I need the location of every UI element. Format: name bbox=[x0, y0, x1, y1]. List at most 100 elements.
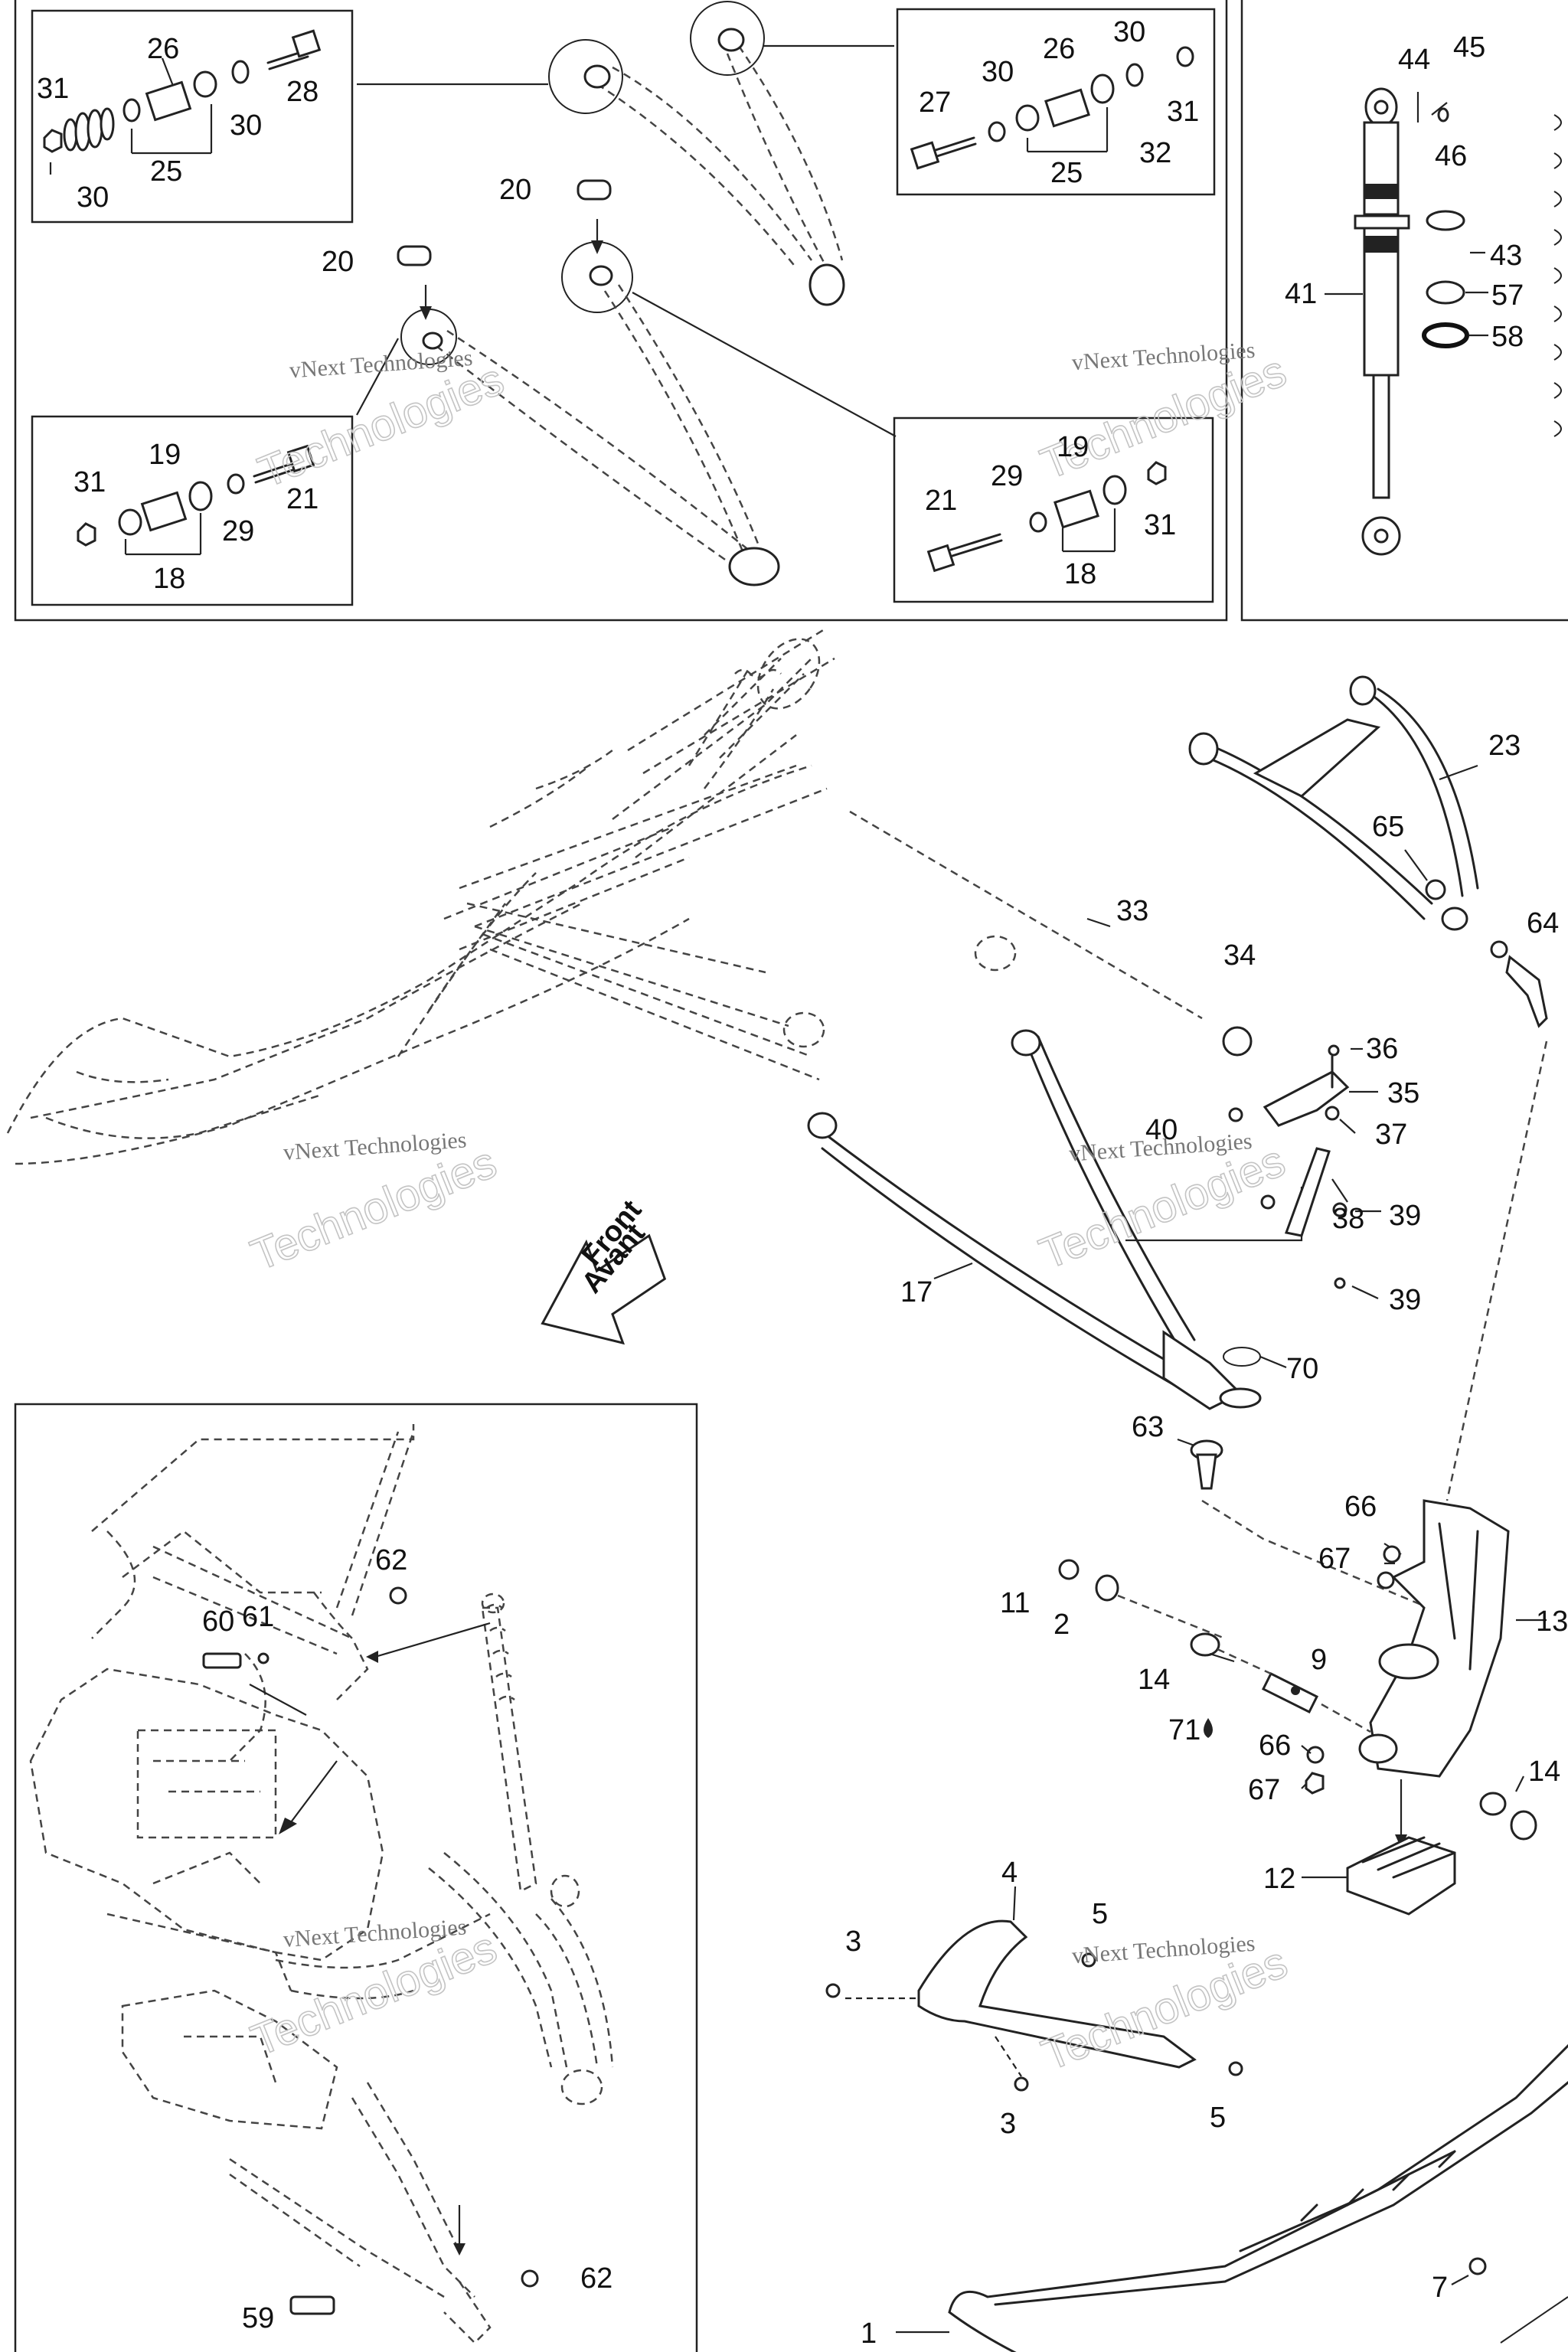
callout-c26b: 26 bbox=[1043, 33, 1075, 65]
top-left-panel bbox=[14, 0, 1228, 622]
callout-c70: 70 bbox=[1286, 1353, 1318, 1385]
callout-c23: 23 bbox=[1488, 730, 1521, 762]
callout-c39a: 39 bbox=[1389, 1200, 1421, 1232]
callout-c67b: 67 bbox=[1248, 1774, 1280, 1806]
callout-c66a: 66 bbox=[1344, 1491, 1377, 1523]
bottom-left-panel bbox=[14, 1403, 698, 2352]
callout-c28: 28 bbox=[286, 76, 318, 108]
callout-c3a: 3 bbox=[845, 1926, 861, 1958]
watermark-3: vNext Technologies Technologies bbox=[243, 1127, 504, 1281]
callout-c30a: 30 bbox=[230, 109, 262, 142]
callout-c4: 4 bbox=[1001, 1857, 1018, 1889]
callout-c25b: 25 bbox=[1050, 157, 1083, 189]
callout-c58: 58 bbox=[1491, 321, 1524, 353]
callout-c13: 13 bbox=[1536, 1606, 1568, 1638]
callout-c61: 61 bbox=[242, 1601, 274, 1633]
callout-c39b: 39 bbox=[1389, 1284, 1421, 1316]
ski-1 bbox=[896, 2043, 1568, 2352]
callout-c45: 45 bbox=[1453, 31, 1485, 64]
callout-c21a: 21 bbox=[286, 483, 318, 515]
callout-c9: 9 bbox=[1311, 1644, 1327, 1676]
callout-c37: 37 bbox=[1375, 1119, 1407, 1151]
callout-c62b: 62 bbox=[580, 2262, 612, 2295]
callout-c14a: 14 bbox=[1138, 1664, 1170, 1696]
callout-c33: 33 bbox=[1116, 895, 1148, 927]
hardware-stack-21a bbox=[77, 444, 315, 556]
callout-c57: 57 bbox=[1491, 279, 1524, 312]
callout-c19b: 19 bbox=[1057, 431, 1089, 463]
upper-a-arm-top bbox=[357, 1, 894, 306]
bottom-left-hardware bbox=[202, 1586, 539, 2315]
callout-c31a: 31 bbox=[37, 73, 69, 105]
watermark-1: vNext Technologies Technologies bbox=[251, 345, 511, 498]
callout-c29a: 29 bbox=[222, 515, 254, 547]
callout-c31c: 31 bbox=[74, 466, 106, 498]
lower-a-arm-top bbox=[356, 219, 897, 586]
callout-c41: 41 bbox=[1285, 278, 1317, 310]
hardware-stack-21b bbox=[926, 461, 1167, 573]
inset-box-top-right bbox=[896, 8, 1216, 196]
callout-c2: 2 bbox=[1054, 1609, 1070, 1641]
watermark-5: vNext Technologies Technologies bbox=[243, 1914, 504, 2066]
ski-handle-4 bbox=[825, 1886, 1243, 2092]
front-arrow-icon bbox=[541, 1233, 667, 1345]
hardware-stack-28 bbox=[43, 29, 322, 175]
callout-c32: 32 bbox=[1139, 137, 1171, 169]
bottom-left-shock bbox=[481, 1592, 580, 1908]
callout-c20a: 20 bbox=[499, 174, 531, 206]
callout-c63: 63 bbox=[1132, 1411, 1164, 1443]
steering-bracket bbox=[1222, 1026, 1381, 1299]
callout-c17: 17 bbox=[900, 1276, 933, 1308]
callout-c26a: 26 bbox=[147, 33, 179, 65]
callout-c46: 46 bbox=[1435, 140, 1467, 172]
callout-c18a: 18 bbox=[153, 563, 185, 595]
callout-c30c: 30 bbox=[982, 56, 1014, 88]
callout-c27: 27 bbox=[919, 87, 951, 119]
callout-c44: 44 bbox=[1398, 44, 1430, 76]
callout-c66b: 66 bbox=[1259, 1730, 1291, 1762]
spacers-20 bbox=[397, 179, 612, 266]
callout-c14b: 14 bbox=[1528, 1756, 1560, 1788]
callout-c1: 1 bbox=[861, 2318, 877, 2350]
top-right-panel bbox=[1240, 0, 1568, 622]
callout-c64: 64 bbox=[1527, 907, 1559, 939]
callout-c5b: 5 bbox=[1210, 2102, 1226, 2134]
callout-c18b: 18 bbox=[1064, 558, 1096, 590]
callout-c25a: 25 bbox=[150, 155, 182, 188]
callout-c12: 12 bbox=[1263, 1863, 1295, 1895]
callout-c11: 11 bbox=[1000, 1587, 1030, 1619]
callout-c31b: 31 bbox=[1167, 96, 1199, 128]
upper-a-arm-23 bbox=[1188, 675, 1548, 1028]
spindle-13 bbox=[1177, 1040, 1548, 1848]
callout-c5a: 5 bbox=[1092, 1898, 1108, 1930]
lower-a-arm-17 bbox=[807, 1029, 1303, 1410]
callout-c38: 38 bbox=[1332, 1203, 1364, 1235]
inset-box-mid-left bbox=[31, 415, 354, 606]
callout-c43: 43 bbox=[1490, 240, 1522, 272]
chassis-shock bbox=[704, 658, 805, 759]
callout-c59: 59 bbox=[242, 2302, 274, 2334]
steering-rod bbox=[849, 810, 1203, 1020]
callout-c36: 36 bbox=[1366, 1033, 1398, 1065]
callout-c3b: 3 bbox=[1000, 2108, 1016, 2140]
callout-c40: 40 bbox=[1145, 1114, 1178, 1146]
callout-c20b: 20 bbox=[322, 246, 354, 278]
inset-box-mid-right bbox=[893, 416, 1214, 603]
callout-c21b: 21 bbox=[925, 485, 957, 517]
chassis-outline bbox=[6, 626, 1017, 1165]
bottom-left-frame bbox=[29, 1424, 614, 2344]
callout-c30b: 30 bbox=[77, 181, 109, 214]
pivot-hardware bbox=[1058, 1559, 1537, 1841]
callout-c60: 60 bbox=[202, 1606, 234, 1638]
hardware-stack-27 bbox=[910, 46, 1194, 170]
callout-c30d: 30 bbox=[1113, 16, 1145, 48]
callout-c31d: 31 bbox=[1144, 509, 1176, 541]
callout-c67a: 67 bbox=[1318, 1543, 1351, 1575]
callout-c65: 65 bbox=[1372, 811, 1404, 843]
callout-c19a: 19 bbox=[149, 439, 181, 471]
callout-c35: 35 bbox=[1387, 1077, 1419, 1109]
ski-pad-12 bbox=[1302, 1836, 1456, 1916]
shock-absorber bbox=[1325, 87, 1562, 556]
